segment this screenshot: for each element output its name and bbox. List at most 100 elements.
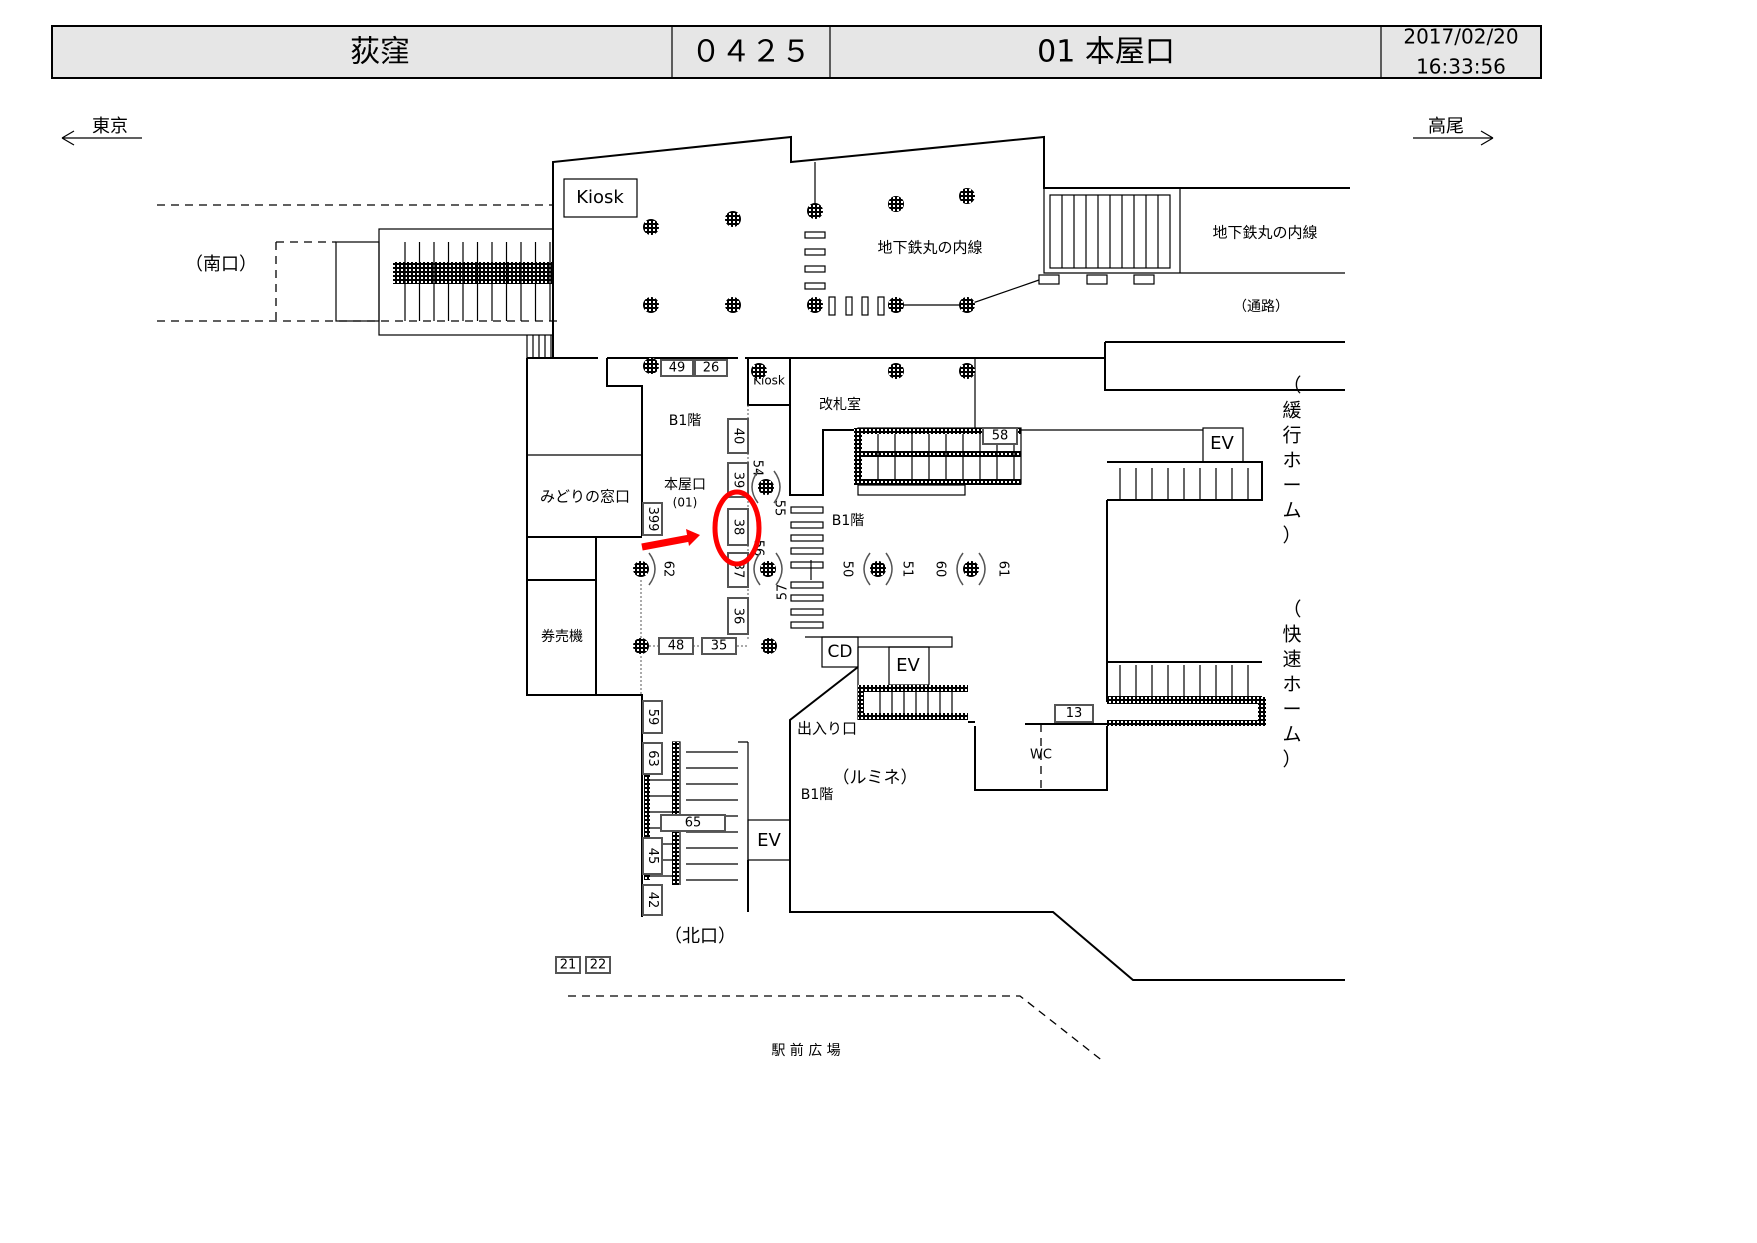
cd-label: CD xyxy=(828,642,853,662)
column-icon xyxy=(807,203,823,219)
column-icon xyxy=(633,638,649,654)
ticket-office-room-label: 改札室 xyxy=(819,396,861,413)
camera-view-icon xyxy=(751,470,759,504)
ad-board-59: 59 xyxy=(642,700,663,734)
direction-right: 高尾 xyxy=(1413,116,1494,146)
ad-board-number: 36 xyxy=(731,608,746,625)
arrow-right-icon xyxy=(1413,130,1494,146)
ad-board-38: 38 xyxy=(727,508,749,546)
camera-number: 62 xyxy=(661,561,676,578)
column-icon xyxy=(807,297,823,313)
svg-text:高尾: 高尾 xyxy=(1428,116,1464,137)
ad-board-21: 21 xyxy=(555,956,581,974)
south-exit-area: （南口） xyxy=(157,204,563,358)
honya-exit-label: 本屋口 xyxy=(664,477,706,493)
svg-text:）: ） xyxy=(1282,749,1301,771)
svg-text:行: 行 xyxy=(1282,425,1301,447)
station-plaza-label: 駅 前 広 場 xyxy=(771,1042,840,1059)
column-icon xyxy=(888,196,904,212)
ad-board-number: 399 xyxy=(645,507,660,532)
camera-view-icon xyxy=(885,552,893,586)
subway-label-center: 地下鉄丸の内線 xyxy=(877,239,982,257)
camera-number: 55 xyxy=(772,500,787,517)
column-icon xyxy=(643,219,659,235)
ad-board-number: 40 xyxy=(731,428,746,445)
ad-board-63: 63 xyxy=(642,742,663,775)
ad-board-number: 59 xyxy=(645,709,660,726)
honya-exit-code: (01) xyxy=(673,496,698,510)
ad-board-36: 36 xyxy=(727,597,749,635)
b1-label-gates: B1階 xyxy=(832,513,865,529)
column-icon xyxy=(758,479,774,495)
ad-board-number: 21 xyxy=(560,958,577,973)
column-icon xyxy=(963,561,979,577)
ev-label-north: EV xyxy=(757,830,781,851)
ad-board-48: 48 xyxy=(658,637,694,655)
ad-board-number: 58 xyxy=(992,429,1009,444)
ad-board-45: 45 xyxy=(642,837,663,875)
ad-board-26: 26 xyxy=(694,359,728,377)
ad-board-number: 48 xyxy=(668,639,685,654)
column-icon xyxy=(870,561,886,577)
arrow-head-icon xyxy=(686,529,700,546)
column-icon xyxy=(633,561,649,577)
column-icon xyxy=(959,297,975,313)
arrow-left-icon xyxy=(61,130,142,146)
svg-text:ム: ム xyxy=(1282,500,1301,522)
ticket-machines-label: 券売機 xyxy=(541,629,583,645)
ad-board-40: 40 xyxy=(727,418,749,454)
station-code: ０４２５ xyxy=(691,35,811,70)
exit-name: 01 本屋口 xyxy=(1037,35,1175,70)
ad-board-number: 49 xyxy=(669,361,686,376)
ad-board-37: 37 xyxy=(727,552,749,588)
ad-board-39: 39 xyxy=(727,462,749,498)
ad-board-number: 26 xyxy=(703,361,720,376)
entrance-label: 出入り口 xyxy=(797,720,857,738)
column-icon xyxy=(959,188,975,204)
ad-board-number: 35 xyxy=(711,639,728,654)
camera-view-icon xyxy=(775,552,783,586)
camera-number: 54 xyxy=(750,460,765,477)
column-icon xyxy=(760,561,776,577)
svg-text:（: （ xyxy=(1282,599,1301,621)
svg-text:ム: ム xyxy=(1282,724,1301,746)
column-icon xyxy=(888,297,904,313)
passage-label: （通路） xyxy=(1233,299,1289,315)
column-icon xyxy=(725,297,741,313)
camera-number: 50 xyxy=(840,561,855,578)
header-bar: 荻窪 ０４２５ 01 本屋口 2017/02/20 16:33:56 xyxy=(51,25,1542,79)
camera-number: 60 xyxy=(933,561,948,578)
camera-view-icon xyxy=(978,552,986,586)
target-highlight xyxy=(641,489,762,567)
column-icon xyxy=(888,363,904,379)
ad-board-number: 42 xyxy=(645,892,660,909)
b1-label-west: B1階 xyxy=(669,413,702,429)
ad-board-number: 22 xyxy=(590,958,607,973)
b1-label-lumine: B1階 xyxy=(801,787,834,803)
svg-text:快: 快 xyxy=(1282,624,1301,646)
ad-board-399: 399 xyxy=(642,502,663,536)
svg-text:（: （ xyxy=(1282,375,1301,397)
wc-label: WC xyxy=(1030,748,1052,763)
column-icon xyxy=(725,211,741,227)
svg-text:）: ） xyxy=(1282,525,1301,547)
ad-board-13: 13 xyxy=(1054,704,1094,723)
svg-text:東京: 東京 xyxy=(92,116,128,137)
lumine-label: （ルミネ） xyxy=(833,768,918,788)
camera-view-icon xyxy=(863,552,871,586)
camera-view-icon xyxy=(753,552,761,586)
ticket-gates xyxy=(790,506,824,629)
station-name: 荻窪 xyxy=(350,35,410,70)
subway-label-right: 地下鉄丸の内線 xyxy=(1212,224,1317,242)
header-date: 2017/02/20 xyxy=(1403,25,1518,49)
kiosk-top-box xyxy=(563,178,638,218)
ev-label-platform: EV xyxy=(1210,433,1234,454)
ad-board-number: 65 xyxy=(685,816,702,831)
ev-label-center: EV xyxy=(896,655,920,676)
svg-text:ー: ー xyxy=(1282,475,1301,497)
camera-number: 57 xyxy=(776,584,791,601)
camera-view-icon xyxy=(648,552,656,586)
camera-view-icon xyxy=(773,470,781,504)
